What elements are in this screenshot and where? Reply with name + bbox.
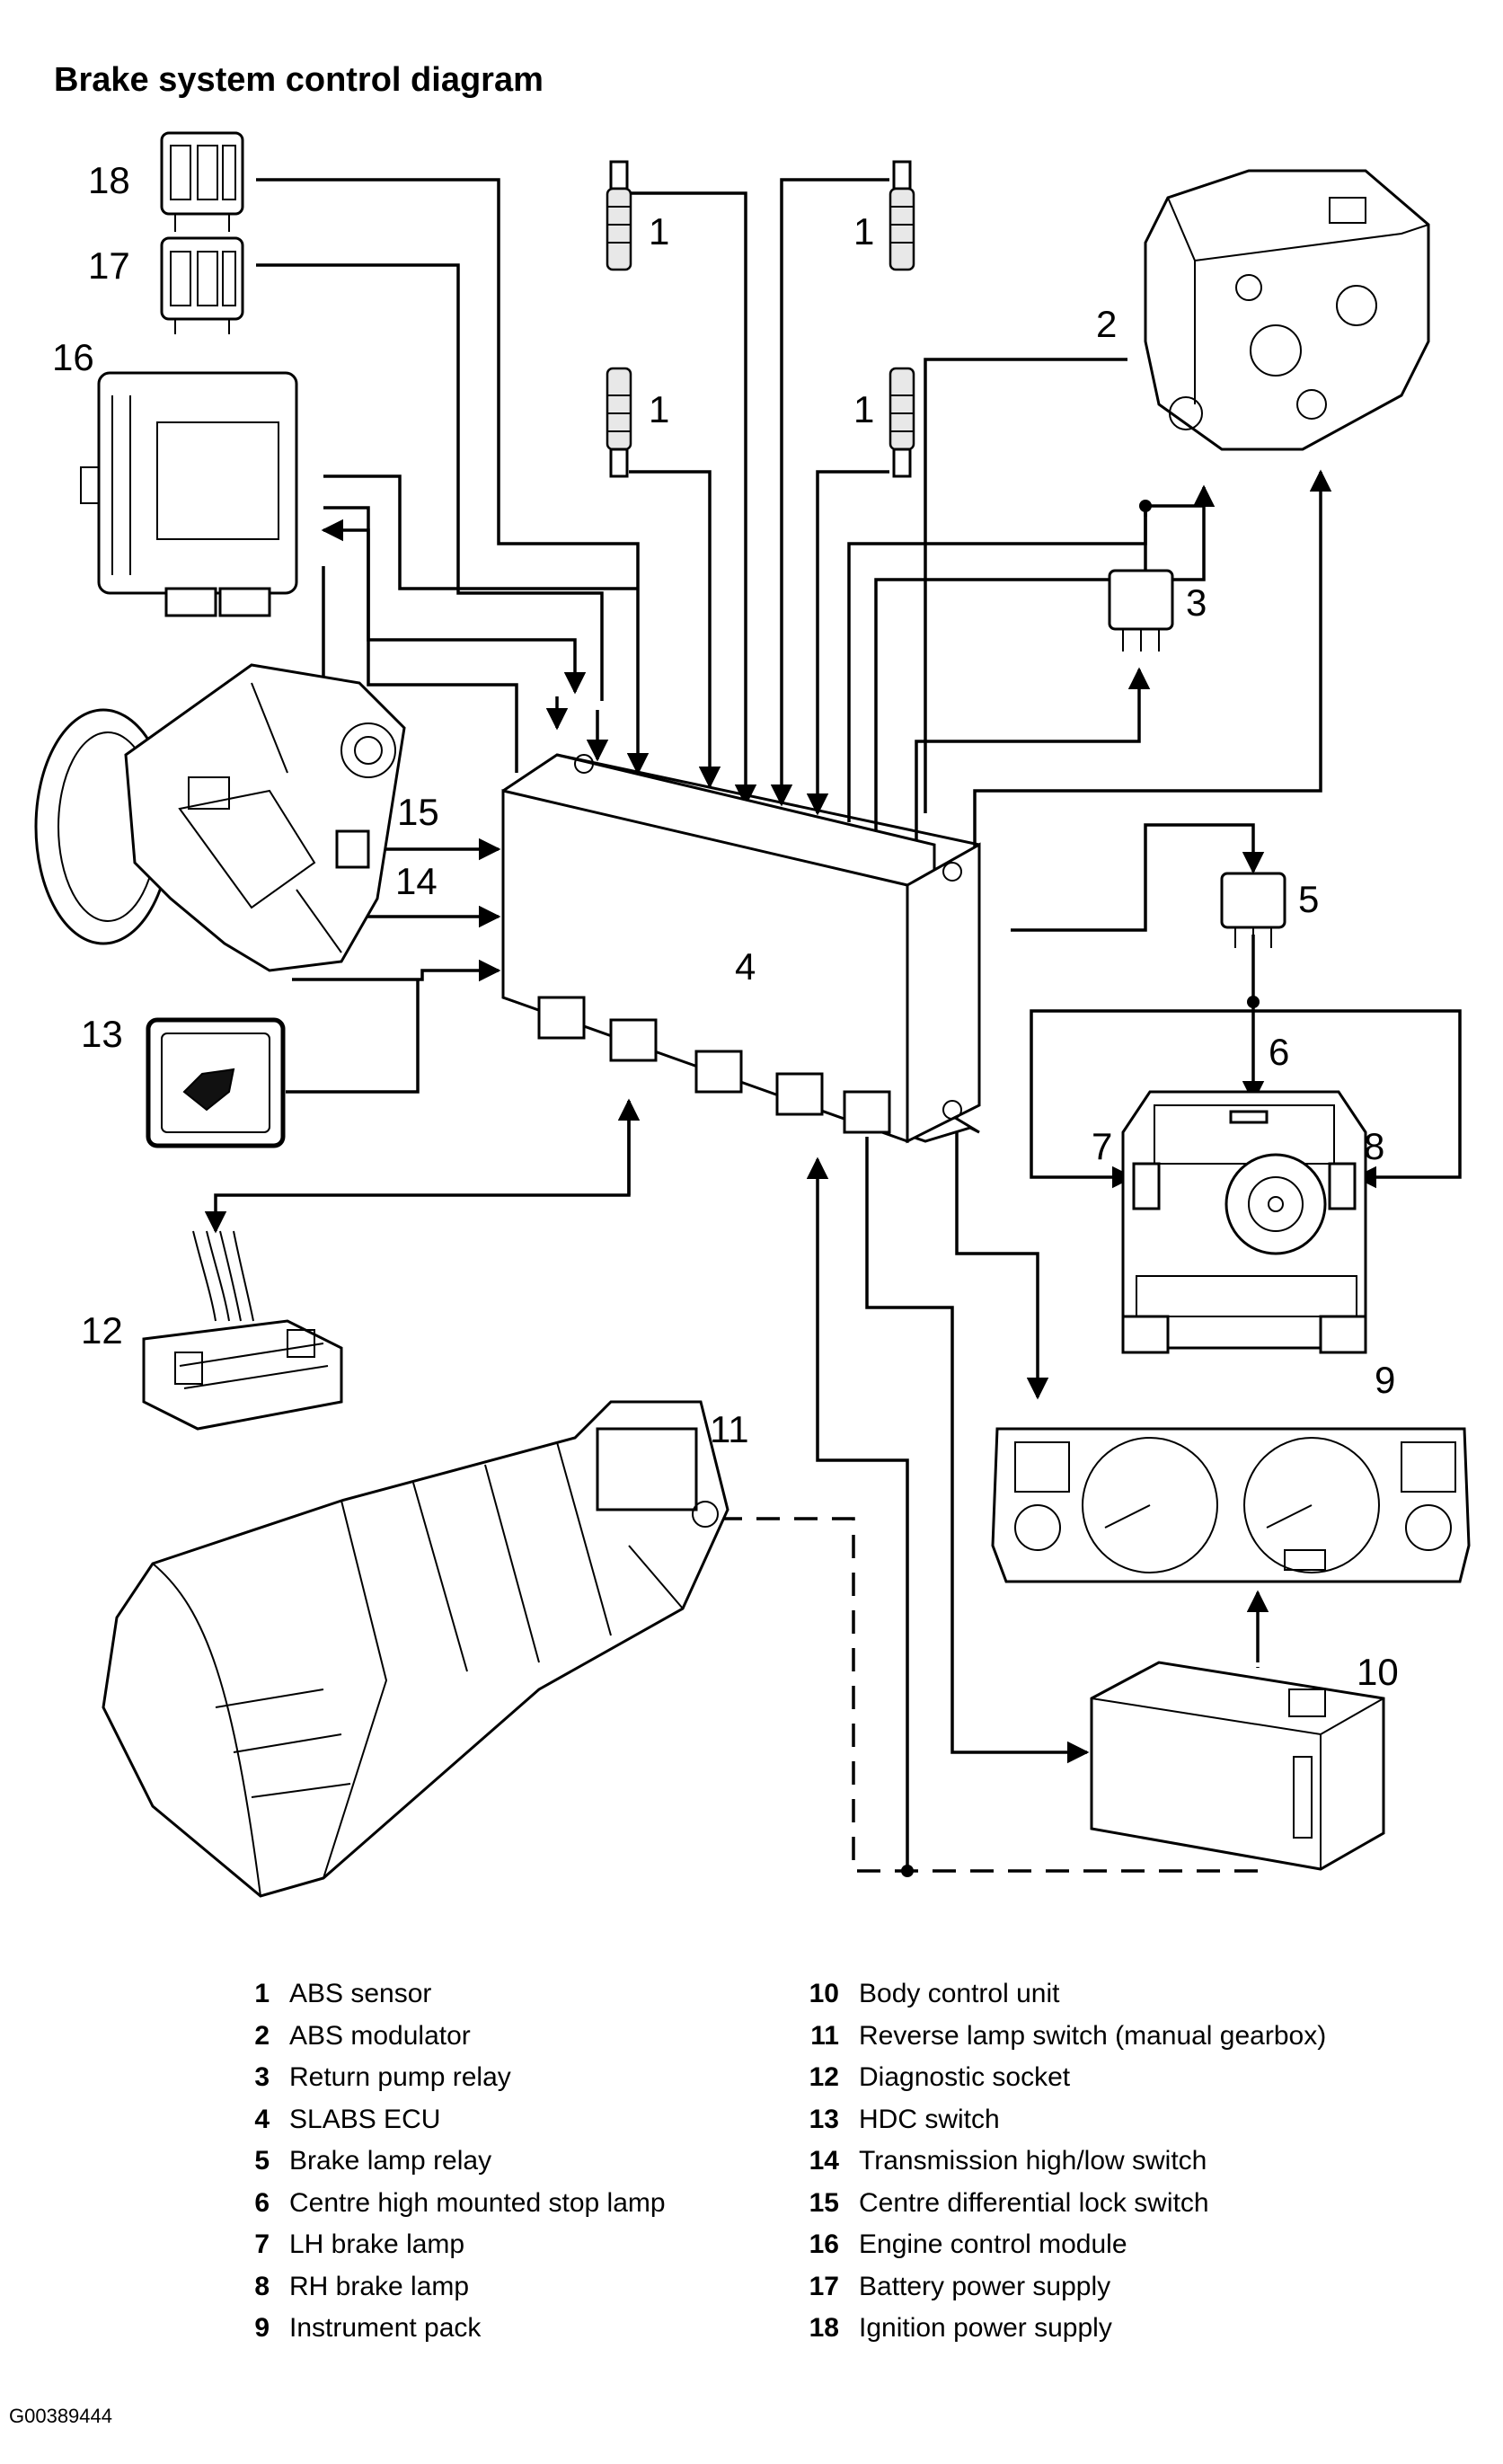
callout-numbers: 18 17 16 1 1 1 1 2 3 4 5 6 7 8 9 10 11 1… bbox=[52, 159, 1399, 1693]
figure-code: G00389444 bbox=[9, 2405, 112, 2427]
engine-control-module-icon bbox=[80, 371, 298, 617]
diagram-title: Brake system control diagram bbox=[54, 61, 544, 99]
callout-10: 10 bbox=[1357, 1651, 1399, 1693]
callout-14: 14 bbox=[395, 860, 438, 902]
callout-5: 5 bbox=[1298, 878, 1319, 920]
wire-modulator-a bbox=[924, 358, 1127, 813]
slabs-ecu-icon bbox=[501, 753, 981, 1144]
wire-rh-brake-lamp bbox=[1253, 1009, 1462, 1189]
wire-modulator-c bbox=[847, 503, 1147, 822]
wire-modulator-b bbox=[874, 484, 1216, 831]
wire-return-pump-relay bbox=[915, 667, 1151, 863]
wire-lh-brake-lamp bbox=[1030, 1009, 1253, 1189]
abs-sensor-icon bbox=[889, 367, 915, 478]
callout-16: 16 bbox=[52, 336, 94, 378]
wire-ecu-modulator bbox=[973, 469, 1332, 849]
abs-sensor-icon bbox=[606, 367, 632, 478]
callout-4: 4 bbox=[735, 945, 756, 988]
callout-1: 1 bbox=[853, 388, 874, 430]
callout-18: 18 bbox=[88, 159, 130, 201]
callout-15: 15 bbox=[397, 791, 439, 833]
wire-abs-sensor-3 bbox=[770, 178, 889, 807]
abs-sensor-icon bbox=[606, 160, 632, 271]
callout-9: 9 bbox=[1375, 1359, 1395, 1401]
callout-6: 6 bbox=[1269, 1031, 1289, 1073]
callout-2: 2 bbox=[1096, 303, 1117, 345]
wire-ecm-c bbox=[321, 519, 518, 773]
vehicle-rear-icon bbox=[1121, 1090, 1367, 1354]
brake-lamp-relay-icon bbox=[1220, 872, 1286, 948]
callout-13: 13 bbox=[81, 1013, 123, 1055]
wire-abs-sensor-2 bbox=[629, 470, 721, 789]
battery-fuse-icon bbox=[160, 236, 244, 334]
diagnostic-socket-icon bbox=[142, 1230, 343, 1431]
wire-ecm-a bbox=[323, 474, 638, 590]
wire-brake-lamp-relay bbox=[1011, 823, 1265, 932]
ignition-fuse-icon bbox=[160, 131, 244, 232]
callout-17: 17 bbox=[88, 244, 130, 287]
callout-7: 7 bbox=[1092, 1125, 1112, 1167]
body-control-unit-icon bbox=[1090, 1661, 1385, 1871]
callout-12: 12 bbox=[81, 1309, 123, 1352]
wire-ecm-b bbox=[323, 506, 587, 695]
gearbox-icon bbox=[102, 1400, 729, 1898]
junction-relay-5 bbox=[1247, 996, 1260, 1008]
transfer-box-icon bbox=[34, 663, 406, 972]
callout-3: 3 bbox=[1186, 581, 1207, 624]
callout-1: 1 bbox=[853, 210, 874, 253]
wire-abs-sensor-4 bbox=[806, 470, 889, 816]
wire-hdc-switch bbox=[286, 979, 420, 1094]
return-pump-relay-icon bbox=[1108, 569, 1174, 651]
callout-11: 11 bbox=[710, 1408, 749, 1450]
wire-battery-supply bbox=[256, 263, 604, 701]
instrument-pack-icon bbox=[991, 1427, 1471, 1583]
abs-sensor-icon bbox=[889, 160, 915, 271]
wire-body-control-unit bbox=[865, 1137, 1090, 1764]
callout-1: 1 bbox=[649, 388, 669, 430]
lh-brake-lamp-icon bbox=[1132, 1162, 1161, 1210]
hdc-switch-icon bbox=[146, 1017, 286, 1148]
callout-8: 8 bbox=[1364, 1125, 1384, 1167]
wire-return-ecu bbox=[806, 1157, 909, 1871]
abs-modulator-icon bbox=[1144, 169, 1430, 451]
callout-1: 1 bbox=[649, 210, 669, 253]
wire-instrument-pack bbox=[955, 1119, 1049, 1400]
wire-abs-sensor-1 bbox=[624, 191, 757, 807]
wire-ignition-supply bbox=[256, 178, 650, 776]
rh-brake-lamp-icon bbox=[1328, 1162, 1357, 1210]
centre-high-stop-lamp-icon bbox=[1229, 1110, 1269, 1124]
